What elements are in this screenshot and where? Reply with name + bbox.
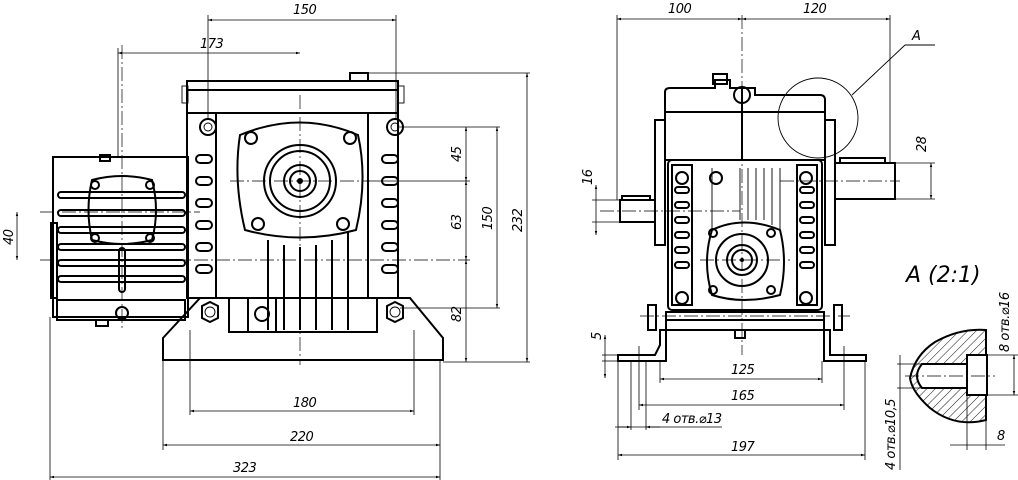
dim-label: 8 [997, 429, 1005, 444]
detail-view-a: A (2:1) 8 отв.⌀16 4 отв.⌀10,5 8 [884, 263, 1018, 470]
detail-callout-circle [777, 77, 859, 159]
side-flange [706, 221, 785, 301]
dim-label: 45 [450, 146, 465, 162]
dim-label: 150 [481, 206, 496, 230]
dim-5: 5 [590, 332, 618, 378]
housing-top-cover [186, 80, 399, 114]
side-foot-right [823, 329, 867, 362]
dim-label: 125 [731, 363, 755, 378]
side-housing-body [667, 159, 823, 311]
dim-label: 28 [915, 136, 930, 152]
dim-label: 16 [581, 169, 596, 185]
dim-label: 150 [293, 3, 317, 18]
housing-ribs [267, 232, 349, 330]
dim-bottom: 180 220 323 [49, 317, 441, 480]
side-fins [674, 186, 815, 269]
callout-label: A [911, 29, 920, 44]
dim-16: 16 [581, 169, 620, 235]
dim-label: 165 [731, 389, 755, 404]
cooling-fins-right [381, 154, 399, 274]
front-view: 150 173 45 63 82 150 232 [2, 3, 530, 480]
dim-label: 63 [450, 214, 465, 230]
motor-fins [57, 191, 186, 283]
side-ribs [711, 168, 781, 230]
dim-label: 173 [200, 37, 224, 52]
dim-label: 180 [293, 396, 317, 411]
side-view: A 100 120 16 28 5 [581, 2, 935, 460]
dim-label: 4 отв.⌀10,5 [884, 399, 899, 470]
dim-label: 100 [668, 2, 692, 17]
side-housing-top [664, 79, 826, 161]
dim-label: 8 отв.⌀16 [998, 292, 1013, 352]
cooling-fins-left [195, 154, 213, 274]
detail-title: A (2:1) [904, 263, 981, 288]
motor [50, 154, 189, 327]
dim-detail: 8 отв.⌀16 4 отв.⌀10,5 8 [884, 292, 1018, 470]
dim-label: 323 [233, 461, 257, 476]
dim-173: 173 [117, 37, 300, 157]
dim-150-top: 150 [207, 3, 397, 120]
output-flange [236, 121, 364, 239]
dim-label: 220 [290, 430, 314, 445]
dim-side-top: 100 120 [616, 2, 891, 200]
breather-plug [349, 72, 369, 82]
dim-side-bottom: 125 165 4 отв.⌀13 197 [615, 346, 866, 460]
dim-label: 40 [2, 229, 17, 245]
housing-bolts [199, 118, 404, 136]
dim-vertical-right: 45 63 82 150 232 [366, 72, 530, 363]
dim-label: 197 [731, 440, 756, 455]
terminal-box [87, 175, 157, 245]
dim-40: 40 [2, 212, 19, 260]
gearbox-housing [186, 112, 399, 299]
dim-label: 5 [590, 332, 605, 340]
side-foot-left [617, 329, 667, 362]
dim-label: 82 [450, 306, 465, 322]
dim-label: 120 [803, 2, 827, 17]
dim-label: 4 отв.⌀13 [662, 412, 722, 427]
mounting-base [162, 297, 444, 361]
dim-label: 232 [511, 208, 526, 232]
base-bolt-nuts [201, 300, 404, 324]
dim-28: 28 [895, 136, 935, 200]
